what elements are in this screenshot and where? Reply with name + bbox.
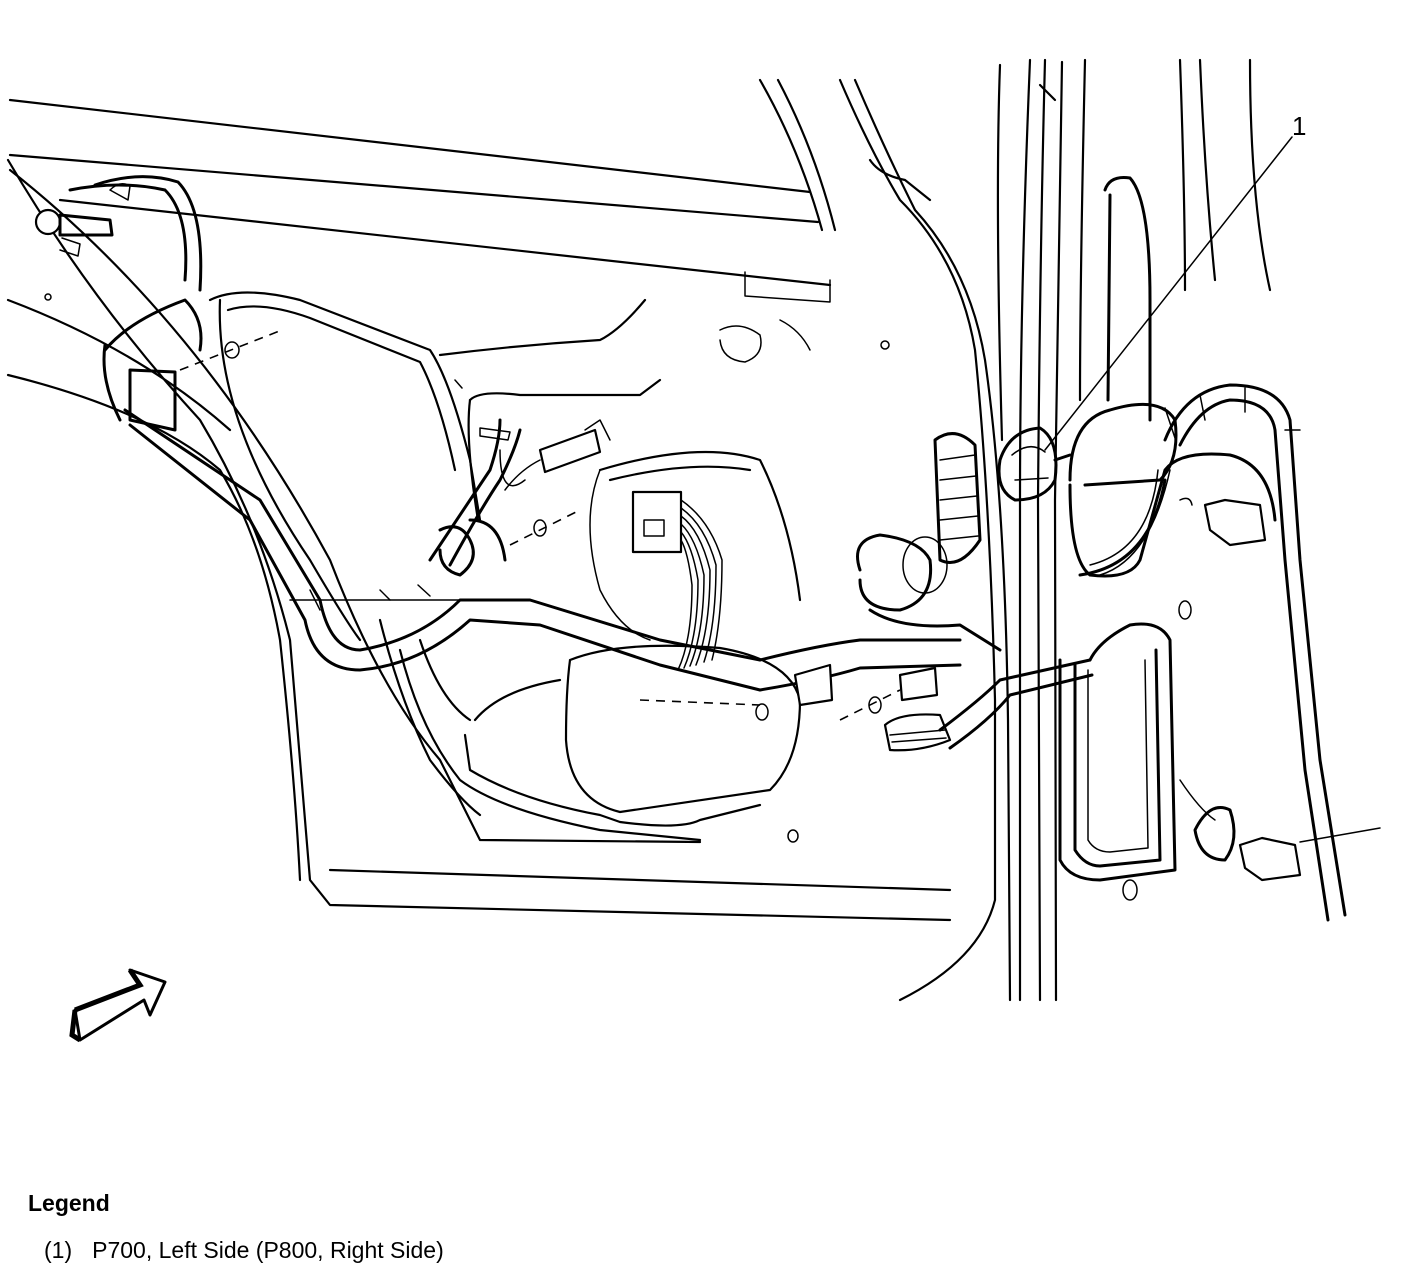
upper-connector xyxy=(504,419,611,491)
legend-title: Legend xyxy=(28,1190,110,1216)
legend-item: (1) P700, Left Side (P800, Right Side) xyxy=(28,1237,1378,1264)
main-harness xyxy=(68,175,962,692)
pillar-details xyxy=(44,293,1381,901)
door-edge-connectors xyxy=(793,663,952,752)
callout-number-1: 1 xyxy=(1292,111,1306,141)
harness-grommet xyxy=(856,432,1002,652)
wiring-harness-diagram: 1 xyxy=(6,58,1381,1043)
legend-item-marker: (1) xyxy=(44,1237,73,1263)
right-harness xyxy=(938,176,1347,922)
p700-connector xyxy=(997,426,1072,502)
front-direction-arrow xyxy=(69,968,167,1043)
door-outer-panel xyxy=(6,158,952,922)
body-pillar xyxy=(838,58,1272,1002)
center-connector xyxy=(589,469,723,671)
door-upper-frame xyxy=(8,78,837,303)
fastener-lines xyxy=(179,329,901,721)
callout-1: 1 xyxy=(1044,111,1306,451)
upper-left-connector xyxy=(34,183,131,257)
legend: Legend (1) P700, Left Side (P800, Right … xyxy=(28,1190,1378,1264)
legend-item-text: P700, Left Side (P800, Right Side) xyxy=(92,1237,444,1263)
